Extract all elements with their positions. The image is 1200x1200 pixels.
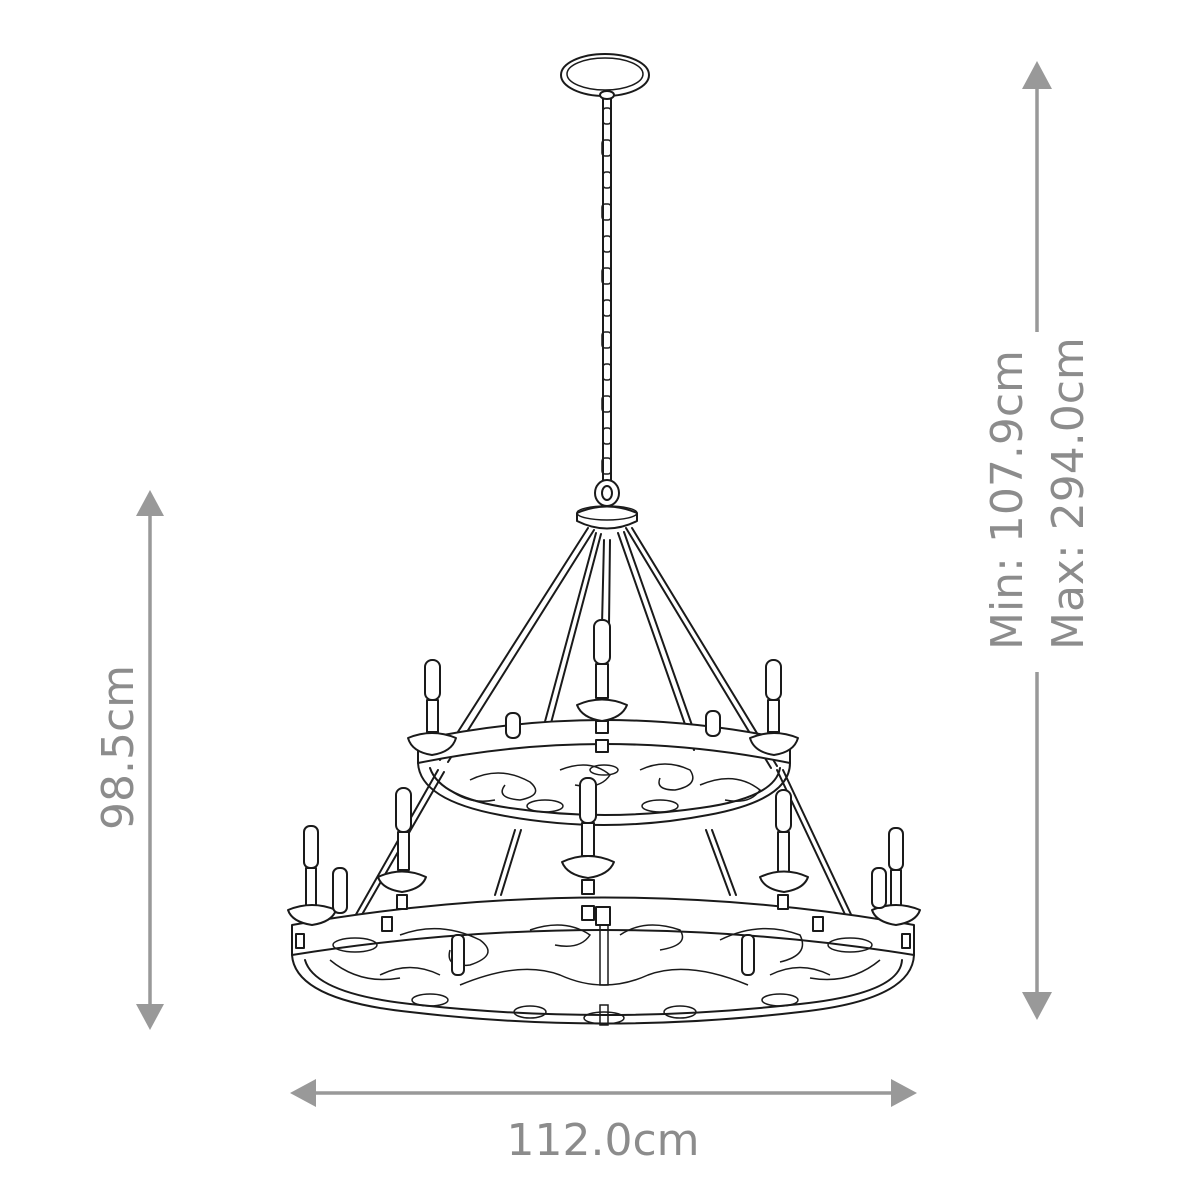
overall-height-dimension: Min: 107.9cm Max: 294.0cm (982, 61, 1094, 1020)
top-hub (576, 479, 638, 530)
max-height-label: Max: 294.0cm (1043, 337, 1094, 650)
arrow-down-icon (1022, 992, 1052, 1020)
upper-candle (576, 619, 628, 753)
arrow-up-icon (136, 490, 164, 516)
lower-candle (287, 825, 337, 926)
lower-scrollwork (329, 924, 881, 1026)
lower-tier (287, 777, 921, 1026)
lower-candle (561, 777, 615, 921)
lower-candle (871, 827, 921, 926)
arrow-left-icon (290, 1079, 316, 1107)
arrow-right-icon (891, 1079, 917, 1107)
upper-candle (749, 659, 799, 756)
upper-candle (505, 712, 521, 739)
upper-scrollwork (449, 763, 762, 813)
body-height-dimension: 98.5cm (93, 490, 164, 1030)
suspension-chain (601, 98, 612, 481)
ring-brackets (295, 906, 911, 949)
lower-candle (377, 787, 427, 910)
min-height-label: Min: 107.9cm (982, 350, 1033, 650)
width-dimension: 112.0cm (290, 1079, 917, 1166)
chandelier-illustration (287, 53, 921, 1026)
lower-candle (332, 867, 348, 914)
arrow-up-icon (1022, 61, 1052, 89)
width-label: 112.0cm (506, 1115, 699, 1166)
ceiling-canopy (560, 53, 650, 100)
body-height-label: 98.5cm (93, 665, 144, 830)
lower-candle (741, 934, 755, 976)
arrow-down-icon (136, 1004, 164, 1030)
upper-tier (407, 619, 799, 826)
lower-candle (451, 934, 465, 976)
upper-candle (705, 710, 721, 737)
lower-candle (759, 789, 809, 910)
lower-candle (871, 867, 887, 909)
upper-candle (407, 659, 457, 756)
